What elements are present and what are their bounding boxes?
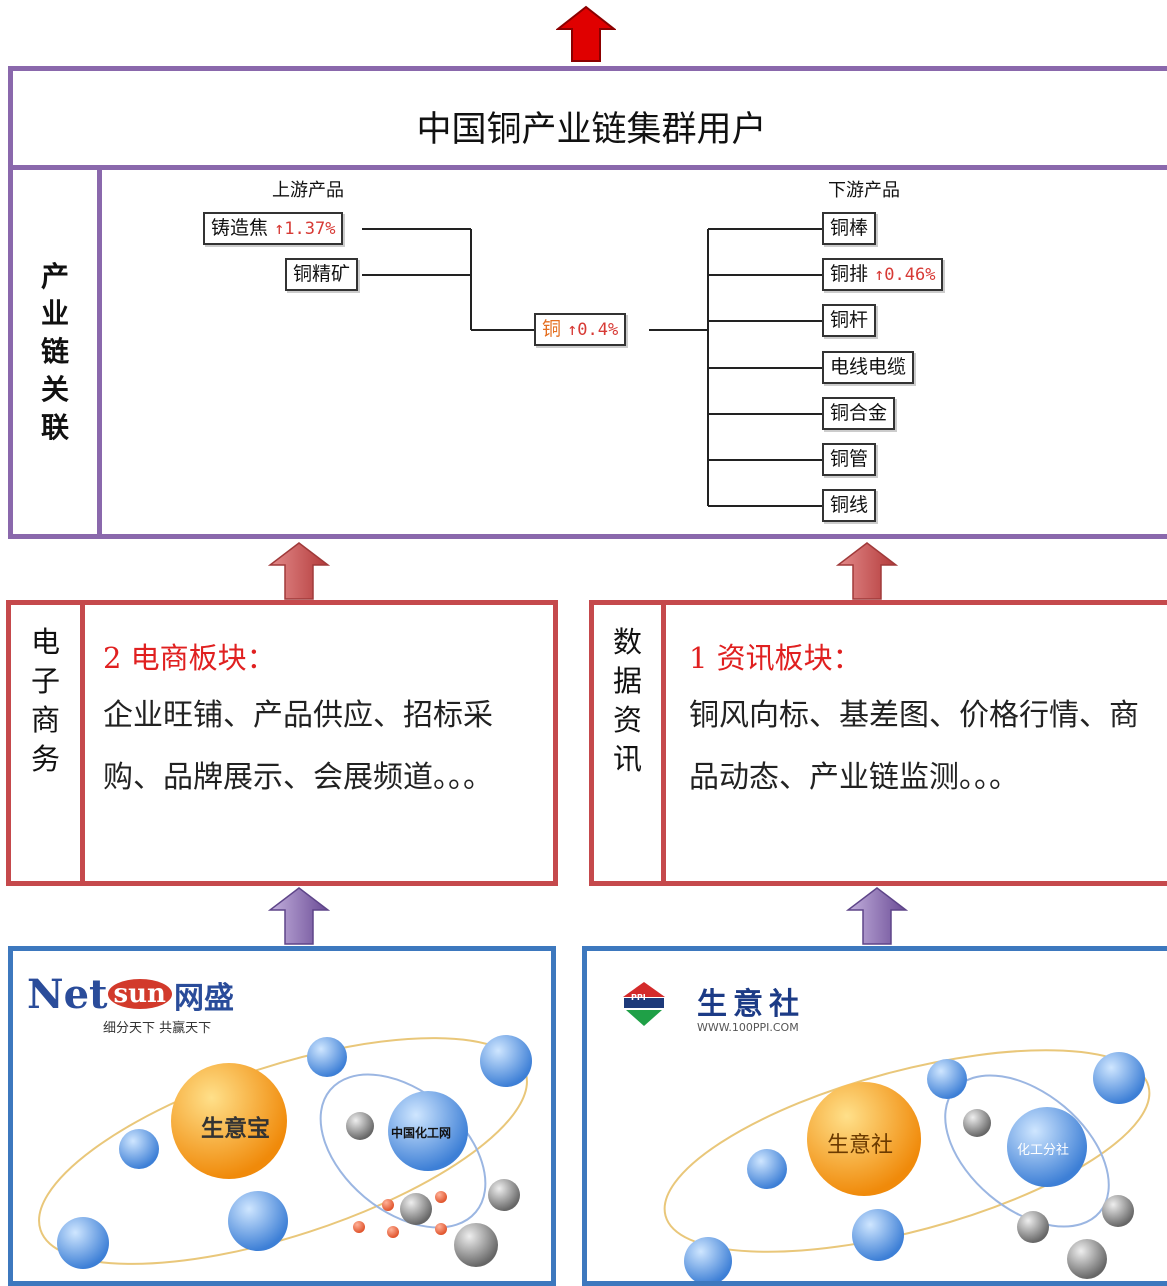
up-arrow-icon (268, 542, 330, 600)
up-arrow-icon (556, 5, 616, 62)
netsun-slogan: 细分天下 共赢天下 (103, 1021, 212, 1036)
info-side-label: 数 据 资 讯 (594, 605, 666, 881)
downstream-node: 铜管 (822, 443, 877, 476)
ppi-network-diagram (663, 1049, 1151, 1281)
ecommerce-panel: 电 子 商 务 2 电商板块： 企业旺铺、产品供应、招标采购、品牌展示、会展频道… (6, 600, 558, 886)
downstream-node: 铜合金 (822, 397, 896, 430)
downstream-title: 下游产品 (828, 180, 900, 201)
ppi-panel: PPI 生意社 WWW.100PPI.COM 生意社 化工分社 (582, 946, 1167, 1286)
ecommerce-side-label: 电 子 商 务 (11, 605, 85, 881)
info-heading: 1 资讯板块： (689, 641, 862, 675)
ecommerce-body: 企业旺铺、产品供应、招标采购、品牌展示、会展频道。。。 (103, 698, 493, 795)
downstream-node: 铜杆 (822, 304, 877, 337)
up-arrow-icon (846, 887, 908, 945)
up-arrow-icon (268, 887, 330, 945)
center-node-copper: 铜 ↑0.4% (534, 313, 627, 346)
ppi-logo-url: WWW.100PPI.COM (697, 1021, 799, 1034)
industry-chain-panel: 产 业 链 关 联 (8, 165, 1167, 539)
upstream-node-coke: 铸造焦 ↑1.37% (203, 212, 344, 245)
chain-side-label: 产 业 链 关 联 (13, 170, 102, 534)
downstream-node: 铜棒 (822, 212, 877, 245)
ppi-logo-title: 生意社 (697, 987, 805, 1022)
info-panel: 数 据 资 讯 1 资讯板块： 铜风向标、基差图、价格行情、商品动态、产业链监测… (589, 600, 1167, 886)
upstream-node-ore: 铜精矿 (285, 258, 359, 291)
up-arrow-icon (836, 542, 898, 600)
ppi-center-label: 生意社 (827, 1133, 894, 1158)
downstream-node: 铜线 (822, 489, 877, 522)
header-title: 中国铜产业链集群用户 (416, 110, 767, 150)
upstream-title: 上游产品 (272, 180, 344, 201)
netsun-chem-label: 中国化工网 (391, 1126, 452, 1140)
ppi-logo-mark: PPI (631, 993, 646, 1002)
header-box: 中国铜产业链集群用户 (8, 66, 1167, 170)
info-body: 铜风向标、基差图、价格行情、商品动态、产业链监测。。。 (689, 698, 1139, 795)
ppi-logo-icon (623, 982, 665, 1026)
ecommerce-heading: 2 电商板块： (103, 641, 276, 675)
downstream-node: 铜排 ↑0.46% (822, 258, 944, 291)
downstream-node: 电线电缆 (822, 351, 915, 384)
ppi-chem-label: 化工分社 (1017, 1143, 1070, 1158)
netsun-center-label: 生意宝 (201, 1116, 270, 1142)
netsun-network-diagram (38, 1035, 532, 1269)
